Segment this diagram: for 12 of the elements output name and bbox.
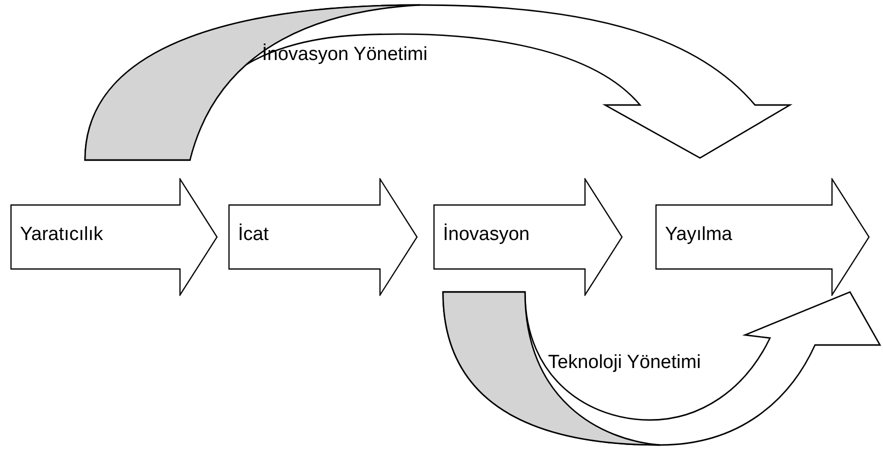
process-step-shape	[655, 178, 870, 296]
process-step-shape	[228, 178, 418, 296]
edge-label: İnovasyon Yönetimi	[262, 44, 428, 66]
process-step-shape	[433, 178, 623, 296]
node-label: Yayılma	[665, 224, 732, 246]
node-label: İnovasyon	[443, 224, 530, 246]
node-label: İcat	[238, 224, 269, 246]
edge-label: Teknoloji Yönetimi	[548, 352, 701, 374]
node-label: Yaratıcılık	[20, 224, 104, 246]
curved-block-arrow	[442, 291, 881, 446]
curved-block-arrow	[84, 4, 791, 161]
process-step-shape	[10, 178, 218, 296]
